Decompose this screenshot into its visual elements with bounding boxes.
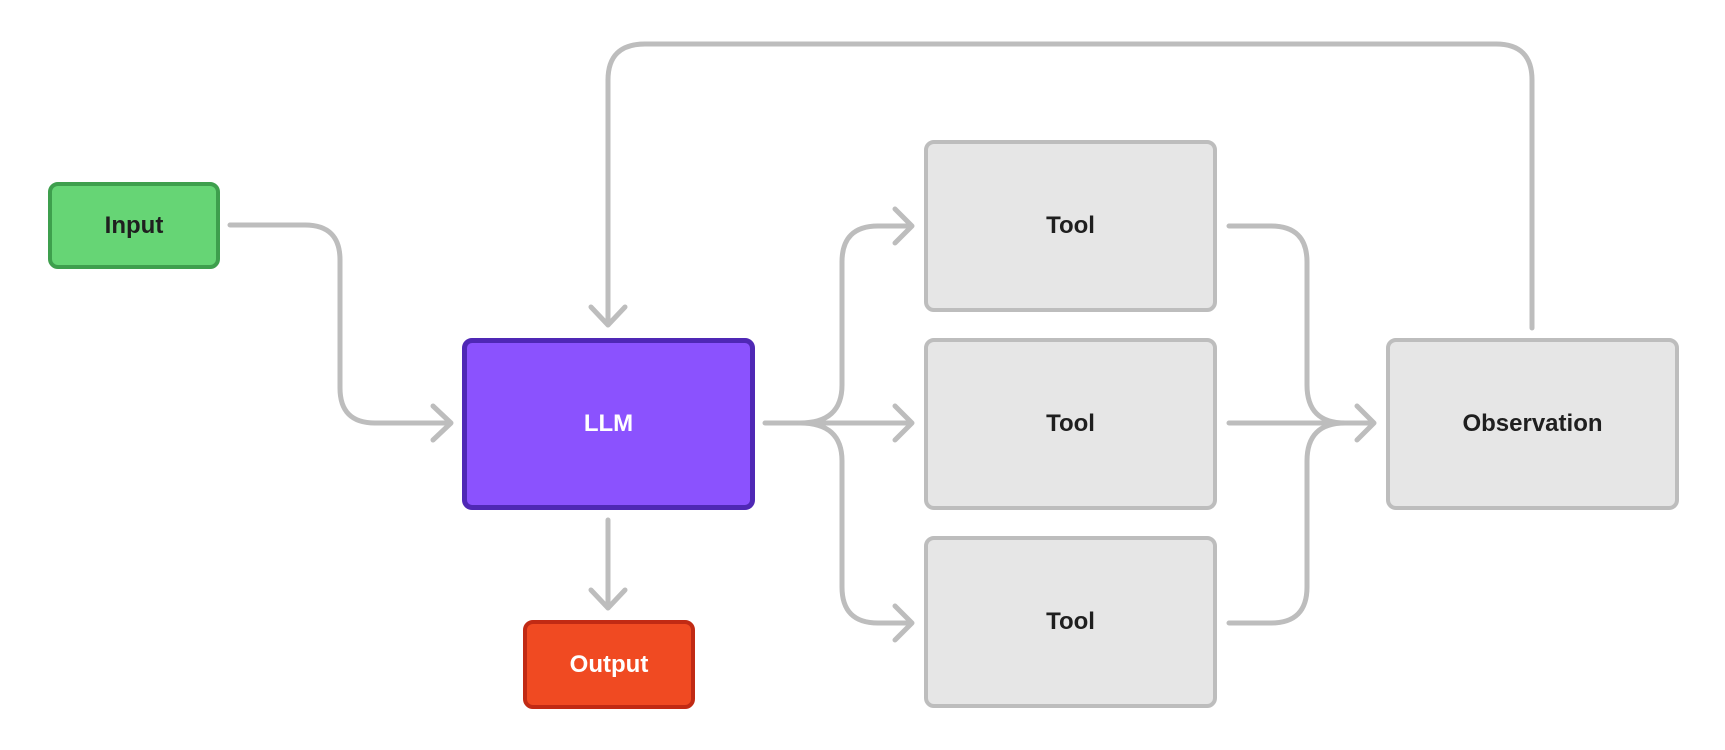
connector-observation-loop [605, 41, 1535, 331]
tool-node-1: Tool [924, 140, 1217, 312]
tool-node-3: Tool [924, 536, 1217, 708]
tool-node-2-label: Tool [1046, 410, 1095, 437]
arrowhead-llm-in [430, 403, 454, 443]
connector-tool-1-to-observation [1226, 223, 1348, 426]
arrowhead-output [588, 587, 628, 611]
output-node: Output [523, 620, 695, 709]
connector-llm-to-tool-1 [797, 223, 914, 426]
tool-node-3-label: Tool [1046, 608, 1095, 635]
arrowhead-tool-3 [892, 603, 915, 643]
llm-node-label: LLM [583, 410, 634, 437]
connector-input-to-llm [227, 222, 453, 426]
connector-llm-to-tool-3 [797, 420, 914, 626]
output-node-label: Output [569, 650, 649, 678]
observation-node-label: Observation [1462, 410, 1603, 437]
input-node: Input [48, 182, 220, 269]
arrowhead-observation [1354, 403, 1377, 443]
arrowhead-llm-top [588, 304, 628, 328]
observation-node: Observation [1386, 338, 1679, 510]
llm-node: LLM [462, 338, 755, 510]
connector-tool-3-to-observation [1226, 420, 1348, 626]
arrowhead-tool-1 [892, 206, 915, 246]
tool-node-1-label: Tool [1046, 212, 1095, 239]
input-node-label: Input [104, 211, 164, 239]
tool-node-2: Tool [924, 338, 1217, 510]
arrowhead-tool-2 [892, 403, 915, 443]
